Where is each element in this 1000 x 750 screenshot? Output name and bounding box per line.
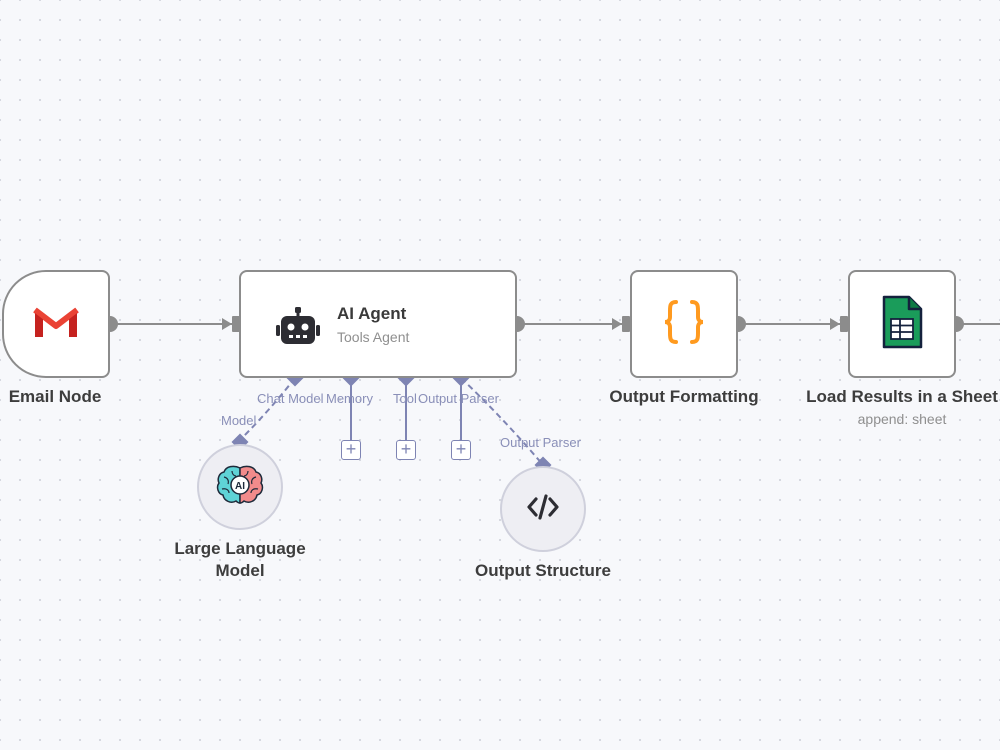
ai-agent-node[interactable]: AI Agent Tools Agent	[239, 270, 517, 378]
load-results-sheet-label: Load Results in a Sheet	[806, 387, 998, 406]
output-formatting-label: Output Formatting	[609, 387, 759, 406]
formatting-input-handle[interactable]	[622, 316, 630, 332]
email-node-label: Email Node	[8, 387, 102, 406]
memory-port-label: Memory	[326, 391, 373, 406]
connection-structure-to-output-parser[interactable]	[460, 377, 544, 466]
chat-model-port-label: Chat Model	[257, 391, 324, 406]
load-results-sheet-subtitle: append: sheet	[857, 411, 947, 427]
agent-input-arrow	[222, 318, 232, 330]
robot-icon	[275, 306, 321, 351]
ai-brain-icon: AI	[216, 464, 264, 511]
llm-label-line2: Model	[215, 561, 265, 580]
curly-braces-icon	[662, 299, 706, 350]
output-structure-subnode[interactable]	[500, 466, 586, 552]
load-results-sheet-node[interactable]	[848, 270, 956, 378]
structure-parser-port-label: Output Parser	[500, 435, 581, 450]
output-structure-label: Output Structure	[475, 561, 611, 580]
add-tool-button[interactable]: +	[396, 440, 416, 460]
connection-llm-to-chat-model[interactable]	[239, 377, 296, 441]
add-output-parser-button[interactable]: +	[451, 440, 471, 460]
sheet-input-arrow	[830, 318, 840, 330]
tool-port-label: Tool	[393, 391, 417, 406]
add-memory-button[interactable]: +	[341, 440, 361, 460]
google-sheets-icon	[881, 295, 923, 354]
svg-text:AI: AI	[235, 481, 245, 492]
email-node[interactable]	[2, 270, 110, 378]
ai-agent-subtitle: Tools Agent	[337, 329, 410, 345]
code-icon	[526, 493, 560, 525]
ai-agent-title: AI Agent	[337, 304, 407, 323]
formatting-input-arrow	[612, 318, 622, 330]
llm-subnode-label: Large Language Model	[160, 538, 320, 582]
llm-label-line1: Large Language	[174, 539, 306, 558]
output-parser-port-label: Output Parser	[418, 391, 499, 406]
sheet-input-handle[interactable]	[840, 316, 848, 332]
llm-model-port-label: Model	[221, 413, 257, 428]
output-formatting-node[interactable]	[630, 270, 738, 378]
llm-subnode[interactable]: AI	[197, 444, 283, 530]
agent-input-handle[interactable]	[232, 316, 240, 332]
gmail-icon	[32, 304, 80, 345]
